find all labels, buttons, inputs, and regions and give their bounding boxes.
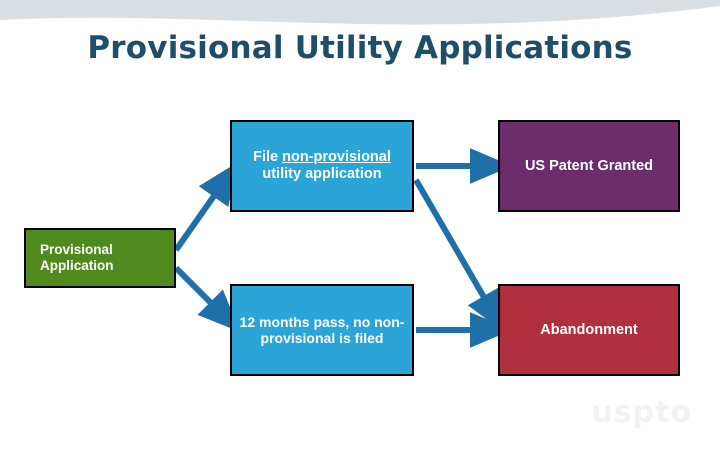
node-abandonment-label: Abandonment	[540, 321, 638, 338]
file-label-underlined: non-provisional	[282, 149, 391, 166]
node-us-patent-granted-label: US Patent Granted	[524, 157, 654, 174]
page-title: Provisional Utility Applications	[87, 30, 633, 66]
node-provisional-application[interactable]: Provisional Application	[24, 228, 176, 288]
arrow-provisional-to-twelve-months	[173, 265, 240, 332]
node-abandonment[interactable]: Abandonment	[498, 284, 680, 376]
node-file-nonprovisional-application[interactable]: File non-provisional utility application	[230, 120, 414, 212]
arrow-provisional-to-file-nonprovisional	[173, 162, 238, 252]
provisional-label-line2: Application	[40, 258, 114, 273]
node-provisional-application-label: Provisional Application	[40, 242, 114, 273]
node-file-nonprovisional-label: File non-provisional utility application	[238, 149, 406, 182]
node-us-patent-granted[interactable]: US Patent Granted	[498, 120, 680, 212]
top-decorative-band	[0, 0, 720, 26]
provisional-label-line1: Provisional	[40, 242, 113, 258]
file-label-pre: File	[253, 149, 283, 166]
node-twelve-months-label: 12 months pass, no non-provisional is fi…	[239, 313, 405, 346]
node-twelve-months-pass[interactable]: 12 months pass, no non-provisional is fi…	[230, 284, 414, 376]
arrow-file-nonprovisional-to-abandonment	[413, 178, 505, 333]
uspto-watermark: uspto	[591, 395, 692, 430]
file-label-post: utility application	[262, 166, 382, 182]
